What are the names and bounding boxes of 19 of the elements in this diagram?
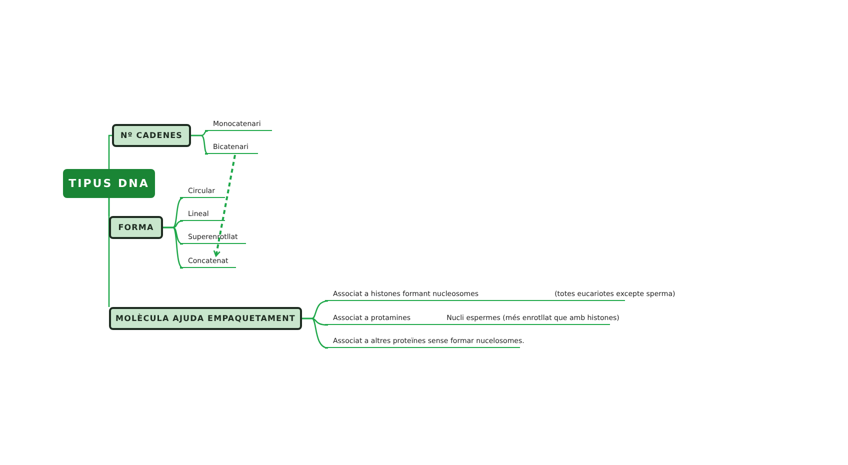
dashed-arrow: [213, 154, 236, 257]
connector-line: [163, 226, 184, 269]
connector-line: [108, 198, 110, 307]
topic-text: Nº CADENES: [120, 131, 183, 140]
topic-box: [109, 216, 163, 239]
topic-text: MOLÈCULA AJUDA EMPAQUETAMENT: [116, 314, 296, 323]
subtopic-underline: [180, 210, 225, 221]
subtopic-underline: [205, 120, 272, 131]
topic-text: TIPUS DNA: [68, 177, 150, 190]
subtopic-underline: [205, 143, 258, 154]
topic-text: FORMA: [118, 223, 154, 232]
subtopic-underline: [180, 257, 236, 268]
subtopic-underline: [180, 187, 225, 198]
central-topic-box: [63, 169, 155, 198]
topic-box: [112, 124, 191, 147]
connector-line: [108, 134, 112, 169]
connector-line: [191, 134, 209, 155]
subtopic-underline: [180, 233, 246, 244]
topic-box: [109, 307, 302, 330]
